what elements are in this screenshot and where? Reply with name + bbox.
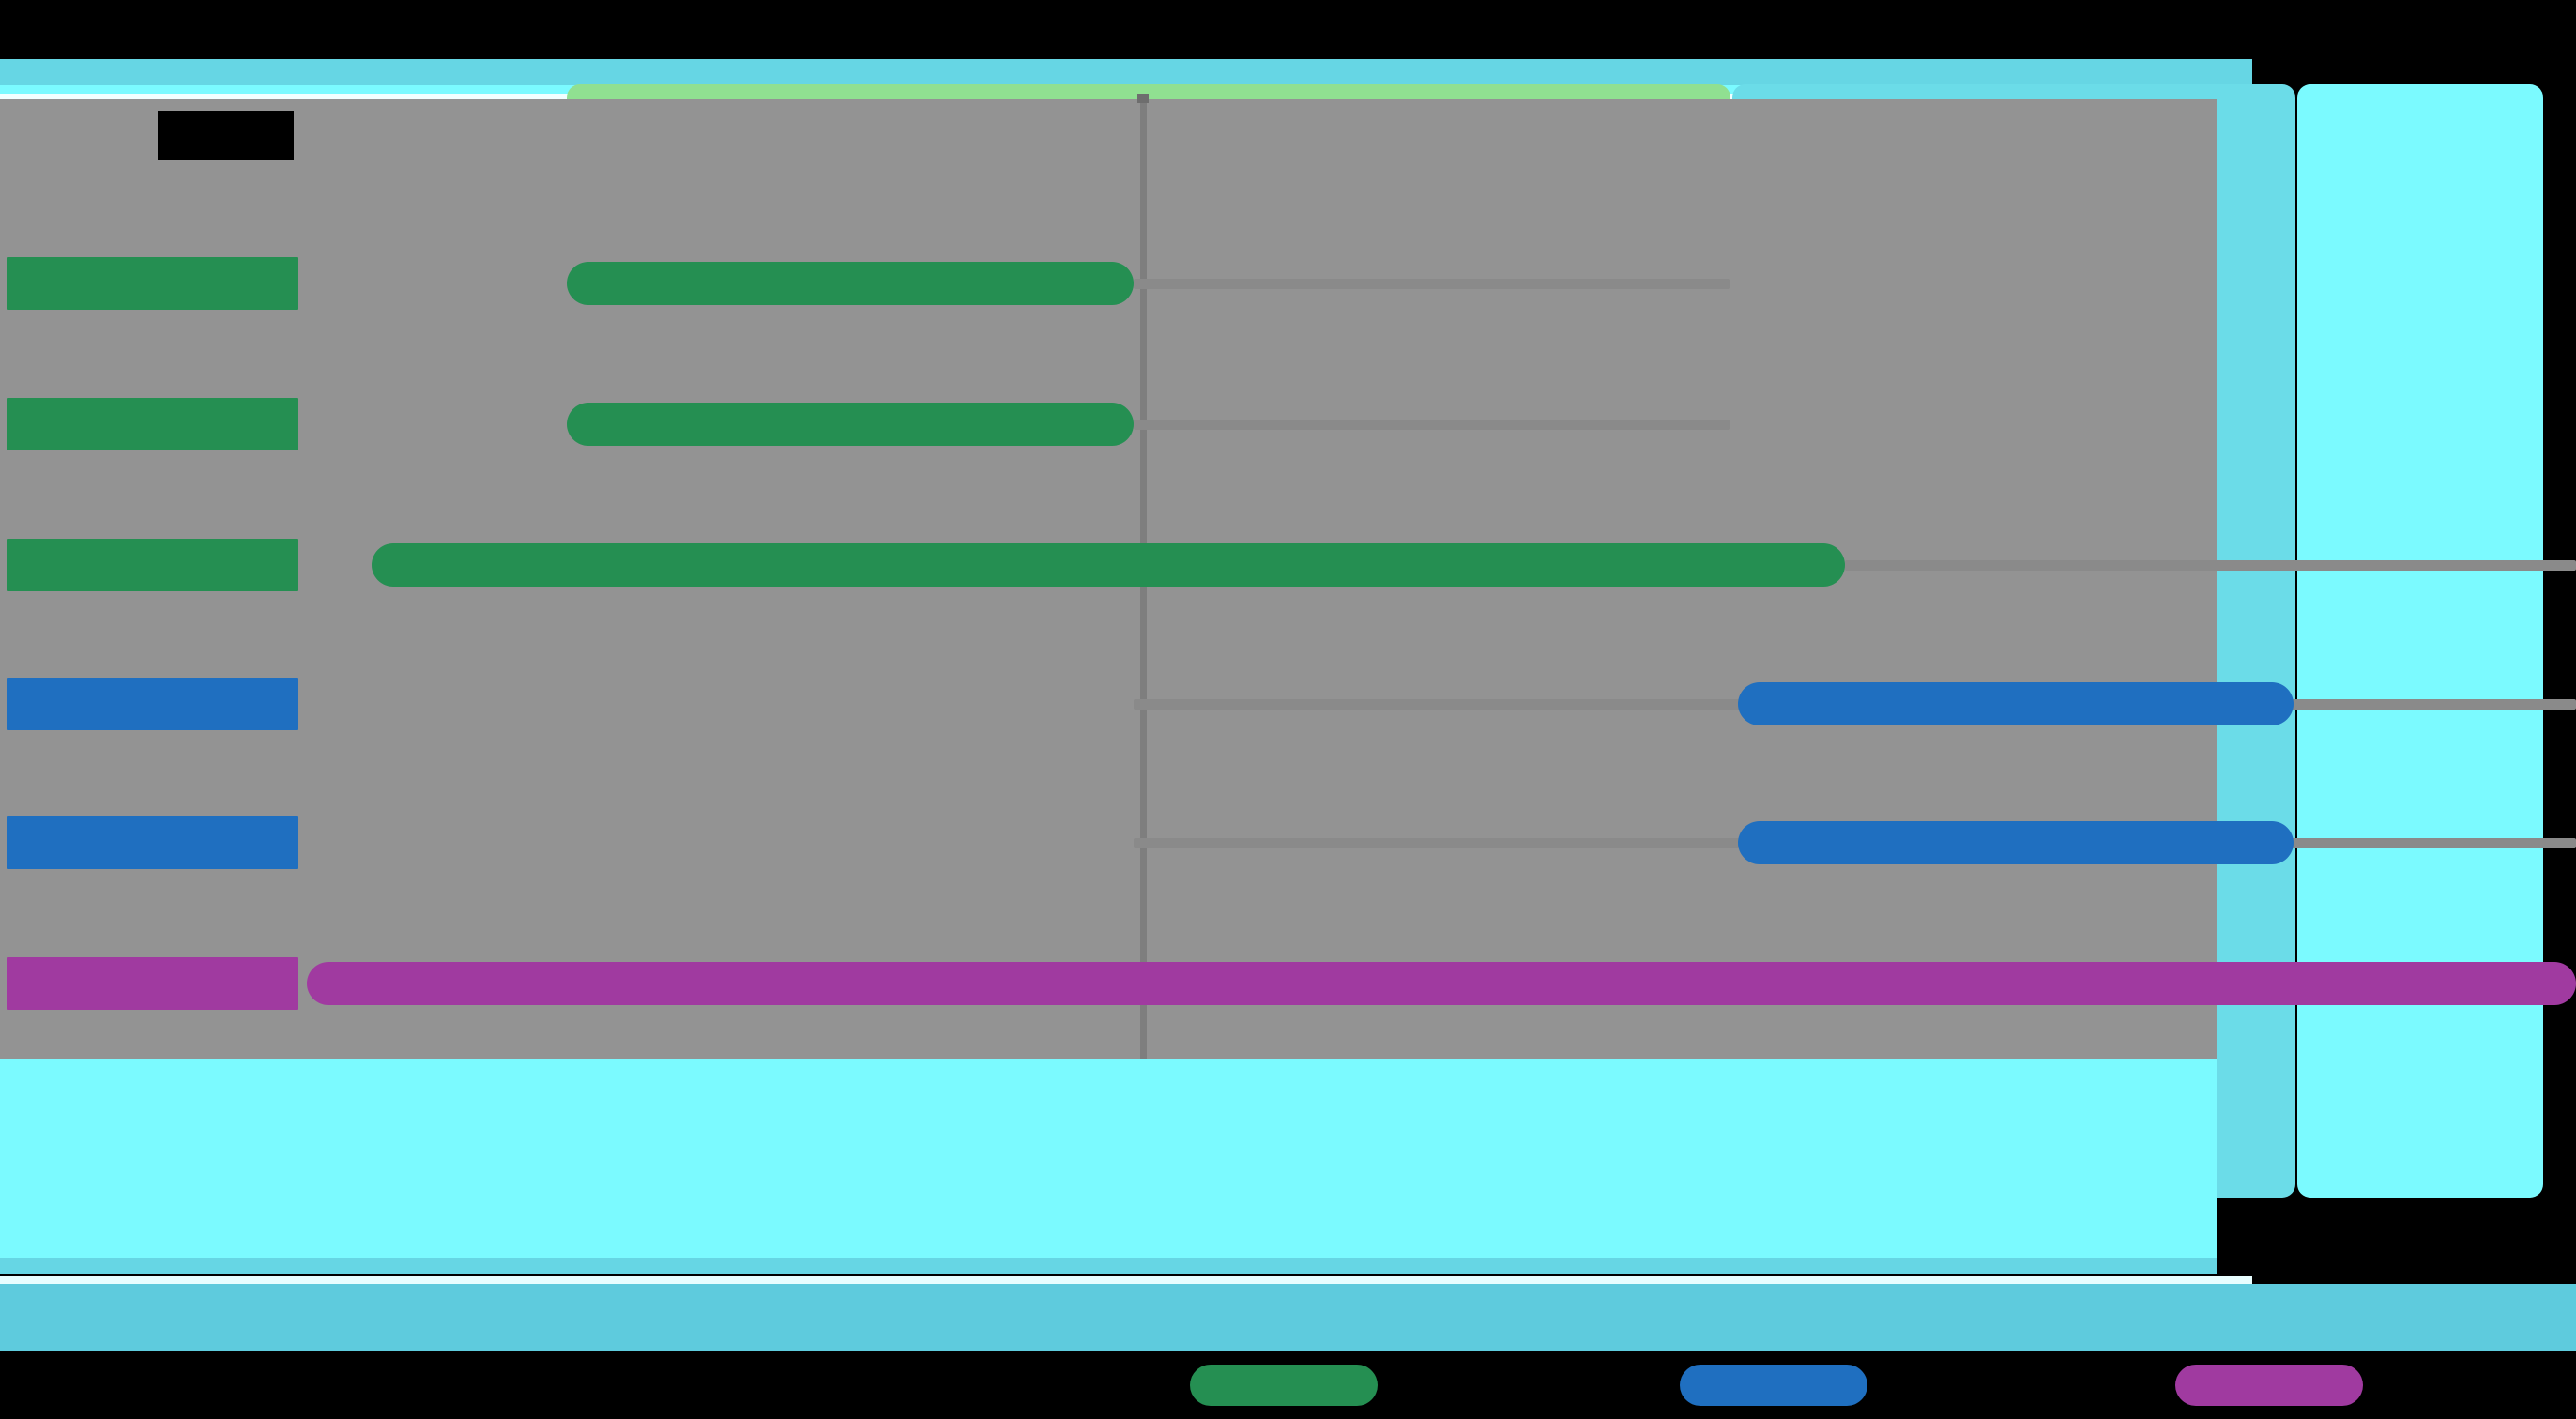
task-label-3[interactable] [7, 539, 298, 591]
legend-label-magenta-series [2175, 1365, 2363, 1406]
footer-cyan-block [0, 1059, 2217, 1274]
session-panel-3 [2297, 84, 2543, 1198]
legend-label-green-series [1190, 1365, 1378, 1406]
gantt-bar-2[interactable] [567, 403, 1134, 446]
task-connector-line [1845, 560, 2576, 571]
task-label-6[interactable] [7, 957, 298, 1010]
footer-cyan-edge [0, 1258, 2217, 1274]
chart-legend [0, 1351, 2576, 1419]
task-connector-line [1134, 420, 1730, 430]
legend-item-1[interactable] [1190, 1365, 1378, 1406]
legend-swatch-green-series [1190, 1365, 1378, 1406]
task-label-5[interactable] [7, 816, 298, 869]
gantt-bar-3[interactable] [372, 543, 1845, 587]
legend-swatch-blue-series [1680, 1365, 1867, 1406]
legend-label-blue-series [1680, 1365, 1867, 1406]
task-label-2[interactable] [7, 398, 298, 450]
legend-swatch-magenta-series [2175, 1365, 2363, 1406]
gantt-bar-4[interactable] [1738, 682, 2294, 725]
axis-tick-mark [1137, 94, 1149, 103]
legend-item-3[interactable] [2175, 1365, 2363, 1406]
gantt-bar-1[interactable] [567, 262, 1134, 305]
gantt-bar-5[interactable] [1738, 821, 2294, 864]
page-title [158, 111, 294, 160]
task-label-1[interactable] [7, 257, 298, 310]
legend-item-2[interactable] [1680, 1365, 1867, 1406]
task-label-4[interactable] [7, 678, 298, 730]
gantt-bar-6[interactable] [307, 962, 2576, 1005]
footer-hairline [0, 1276, 2252, 1284]
task-connector-line [1134, 279, 1730, 289]
top-cyan-strip [0, 59, 2252, 85]
